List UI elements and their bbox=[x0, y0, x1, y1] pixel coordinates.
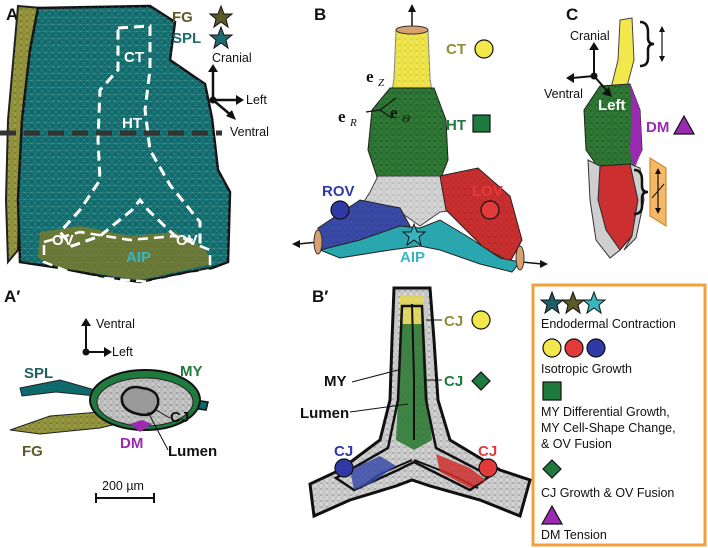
panel-b-prime: B′ CJ MY CJ Lumen CJ CJ bbox=[300, 286, 532, 519]
panel-a-ct-ht-outline bbox=[57, 24, 202, 248]
panel-a-ct-label: CT bbox=[124, 49, 144, 66]
panel-c-dm bbox=[630, 84, 642, 170]
panel-c-top-bracket bbox=[639, 20, 655, 68]
panel-a-aip-label: AIP bbox=[126, 249, 151, 266]
legend-item-my-shape: MY Cell-Shape Change, bbox=[541, 421, 676, 435]
spl-star-icon bbox=[208, 25, 234, 50]
panel-a-prime-cj-label: CJ bbox=[170, 409, 189, 426]
panel-b-aip-label: AIP bbox=[400, 249, 425, 266]
cj-right-circle-icon bbox=[478, 458, 498, 478]
panel-a-prime-lumen bbox=[120, 385, 160, 417]
panel-c-lower-bracket bbox=[633, 168, 649, 216]
panel-a-axis-ventral: Ventral bbox=[230, 125, 269, 139]
legend-item-cj-growth: CJ Growth & OV Fusion bbox=[541, 486, 674, 500]
legend-star-dark-teal-icon bbox=[539, 290, 565, 315]
panel-c-yellow bbox=[609, 17, 635, 93]
legend-circle-red-icon bbox=[564, 338, 584, 358]
legend-item-ov-fusion: & OV Fusion bbox=[541, 437, 612, 451]
panel-a-olive-base bbox=[38, 226, 212, 280]
panel-a-ht-label: HT bbox=[122, 115, 142, 132]
panel-b-prime-right-region bbox=[436, 454, 486, 488]
panel-b-prime-cj-left-label: CJ bbox=[334, 443, 353, 460]
panel-b-ct-label: CT bbox=[446, 41, 466, 58]
panel-c-axis-cranial: Cranial bbox=[570, 29, 610, 43]
panel-c-letter: C bbox=[566, 5, 578, 24]
panel-a-prime-letter: A′ bbox=[4, 287, 20, 306]
panel-b-lov-label: LOV bbox=[472, 183, 503, 200]
panel-c-axes: Cranial Ventral Left bbox=[544, 29, 626, 114]
panel-a-prime-fg-label: FG bbox=[22, 443, 43, 460]
ct-circle-icon bbox=[474, 39, 494, 59]
legend-star-olive-icon bbox=[560, 290, 586, 315]
panel-b-prime-my-label: MY bbox=[324, 373, 347, 390]
basis-er-e: e bbox=[338, 107, 346, 126]
panel-c: C Cranial Ventral Left DM bbox=[544, 5, 696, 259]
panel-a-spl-label: SPL bbox=[172, 30, 201, 47]
panel-b-rov-label: ROV bbox=[322, 183, 355, 200]
panel-a-prime-spl-label: SPL bbox=[24, 365, 53, 382]
panel-c-axis-left: Left bbox=[598, 97, 626, 114]
cj-mid-diamond-icon bbox=[471, 371, 491, 391]
panel-b-prime-left-region bbox=[350, 456, 396, 490]
panel-a-fg-label: FG bbox=[172, 9, 193, 26]
panel-b-prime-cj-top-label: CJ bbox=[444, 313, 463, 330]
panel-b-prime-lumen-label: Lumen bbox=[300, 405, 349, 422]
panel-a-ov-right-label: OV bbox=[176, 232, 198, 249]
panel-a: A CT HT OV OV AIP FG SPL Cr bbox=[0, 4, 269, 284]
basis-etheta-sub: Θ bbox=[402, 113, 410, 125]
legend-diamond-green-icon bbox=[542, 459, 562, 479]
panel-a-letter: A bbox=[6, 5, 18, 24]
rov-circle-icon bbox=[330, 200, 350, 220]
panel-a-prime-dm-label: DM bbox=[120, 435, 143, 452]
panel-a-prime: A′ Ventral Left SPL MY CJ FG DM Lumen bbox=[4, 287, 217, 503]
panel-b-basis: e Z e R e Θ bbox=[338, 67, 410, 129]
lov-circle-icon bbox=[480, 200, 500, 220]
basis-er-sub: R bbox=[349, 117, 357, 129]
legend-item-endodermal: Endodermal Contraction bbox=[541, 317, 676, 331]
fg-star-icon bbox=[208, 4, 234, 29]
panel-c-grey bbox=[587, 159, 621, 259]
panel-a-prime-scale-label: 200 µm bbox=[102, 479, 144, 493]
panel-b-letter: B bbox=[314, 5, 326, 24]
legend-star-cyan-icon bbox=[581, 290, 607, 315]
legend-item-dm-tension: DM Tension bbox=[541, 528, 607, 542]
panel-a-axis-cranial: Cranial bbox=[212, 51, 252, 65]
basis-ez-sub: Z bbox=[378, 77, 385, 89]
panel-a-ov-outline bbox=[42, 230, 212, 284]
panel-a-prime-axes: Ventral Left bbox=[81, 317, 135, 359]
basis-etheta-e: e bbox=[390, 103, 398, 122]
dm-triangle-icon bbox=[672, 114, 696, 135]
panel-a-prime-axis-left: Left bbox=[112, 345, 133, 359]
panel-a-axes: Cranial Left Ventral bbox=[208, 51, 269, 139]
panel-a-prime-my-label: MY bbox=[180, 363, 203, 380]
panel-c-dm-label: DM bbox=[646, 119, 669, 136]
panel-b-prime-letter: B′ bbox=[312, 287, 328, 306]
panel-a-axis-left: Left bbox=[246, 93, 267, 107]
legend-square-green-icon bbox=[542, 381, 562, 401]
legend-circle-yellow-icon bbox=[542, 338, 562, 358]
legend-item-my-growth: MY Differential Growth, bbox=[541, 405, 670, 419]
panel-a-prime-lumen-label: Lumen bbox=[168, 443, 217, 460]
legend-border bbox=[531, 283, 707, 547]
panel-a-ov-left-label: OV bbox=[52, 232, 74, 249]
legend-triangle-purple-icon bbox=[540, 504, 564, 525]
cj-top-circle-icon bbox=[471, 310, 491, 330]
ht-square-icon bbox=[472, 114, 491, 133]
panel-b-prime-cj-mid-label: CJ bbox=[444, 373, 463, 390]
panel-c-axis-ventral: Ventral bbox=[544, 87, 583, 101]
aip-star-icon bbox=[401, 222, 427, 247]
panel-b-prime-cj-right-label: CJ bbox=[478, 443, 497, 460]
panel-b-ht-label: HT bbox=[446, 117, 466, 134]
basis-ez-e: e bbox=[366, 67, 374, 86]
cj-left-circle-icon bbox=[334, 458, 354, 478]
legend-item-isotropic: Isotropic Growth bbox=[541, 362, 632, 376]
legend: Endodermal Contraction Isotropic Growth … bbox=[531, 283, 707, 547]
panel-b: B e Z e R bbox=[292, 4, 548, 273]
panel-a-prime-dm bbox=[130, 420, 152, 432]
legend-circle-blue-icon bbox=[586, 338, 606, 358]
panel-a-prime-axis-ventral: Ventral bbox=[96, 317, 135, 331]
